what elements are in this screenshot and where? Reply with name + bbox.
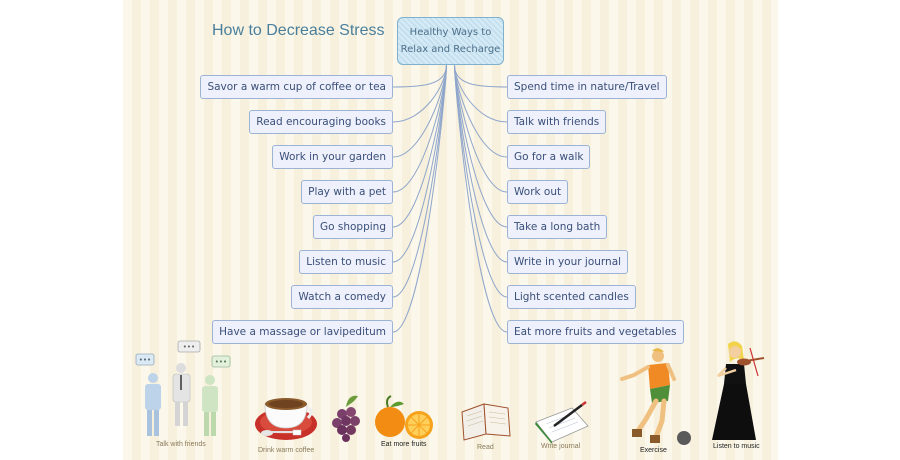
- caption-write-journal: Write journal: [541, 443, 581, 450]
- link-right-8: [454, 64, 508, 88]
- central-topic[interactable]: Healthy Ways to Relax and Recharge: [397, 17, 504, 65]
- link-left-5: [392, 64, 447, 263]
- caption-talk-friends: Talk with friends: [156, 441, 206, 448]
- link-right-12: [454, 64, 508, 228]
- friends-talking-icon: ••• ••• •••: [135, 340, 231, 436]
- central-topic-line-2: Relax and Recharge: [400, 44, 501, 55]
- violinist-icon: [712, 341, 765, 440]
- topic-talk-friends[interactable]: Talk with friends: [507, 110, 607, 134]
- topic-journal[interactable]: Write in your journal: [507, 250, 629, 274]
- link-left-0: [392, 64, 447, 88]
- svg-text:•••: •••: [139, 356, 151, 364]
- link-left-7: [392, 64, 447, 333]
- ball-icon: [677, 431, 691, 445]
- topic-bath[interactable]: Take a long bath: [507, 215, 608, 239]
- topic-nature-travel[interactable]: Spend time in nature/Travel: [507, 75, 667, 99]
- caption-drink-coffee: Drink warm coffee: [258, 447, 315, 454]
- topic-candles[interactable]: Light scented candles: [507, 285, 636, 309]
- topic-walk[interactable]: Go for a walk: [507, 145, 591, 169]
- caption-eat-fruits: Eat more fruits: [381, 441, 427, 448]
- exercise-runner-icon: [620, 348, 676, 443]
- topic-garden[interactable]: Work in your garden: [272, 145, 393, 169]
- topic-watch-comedy[interactable]: Watch a comedy: [291, 285, 393, 309]
- svg-text:•••: •••: [215, 358, 227, 366]
- link-right-15: [454, 64, 508, 333]
- coffee-cup-icon: [255, 398, 317, 440]
- diagram-title: How to Decrease Stress: [212, 22, 385, 39]
- caption-read: Read: [477, 444, 494, 451]
- caption-exercise: Exercise: [640, 447, 667, 454]
- fruits-icon: [332, 395, 433, 442]
- book-icon: [461, 403, 511, 441]
- journal-pen-icon: [535, 401, 589, 444]
- topic-read-books[interactable]: Read encouraging books: [249, 110, 393, 134]
- topic-listen-music[interactable]: Listen to music: [299, 250, 393, 274]
- topic-massage[interactable]: Have a massage or lavipeditum: [212, 320, 393, 344]
- topic-fruits-vegetables[interactable]: Eat more fruits and vegetables: [507, 320, 684, 344]
- caption-listen-music: Listen to music: [713, 443, 760, 450]
- link-left-1: [392, 64, 447, 123]
- svg-text:•••: •••: [183, 343, 195, 351]
- topic-work-out[interactable]: Work out: [507, 180, 569, 204]
- link-right-9: [454, 64, 508, 123]
- topic-savor-coffee[interactable]: Savor a warm cup of coffee or tea: [200, 75, 393, 99]
- central-topic-line-1: Healthy Ways to: [409, 27, 492, 38]
- link-right-13: [454, 64, 508, 263]
- topic-play-pet[interactable]: Play with a pet: [301, 180, 393, 204]
- topic-shopping[interactable]: Go shopping: [312, 215, 393, 239]
